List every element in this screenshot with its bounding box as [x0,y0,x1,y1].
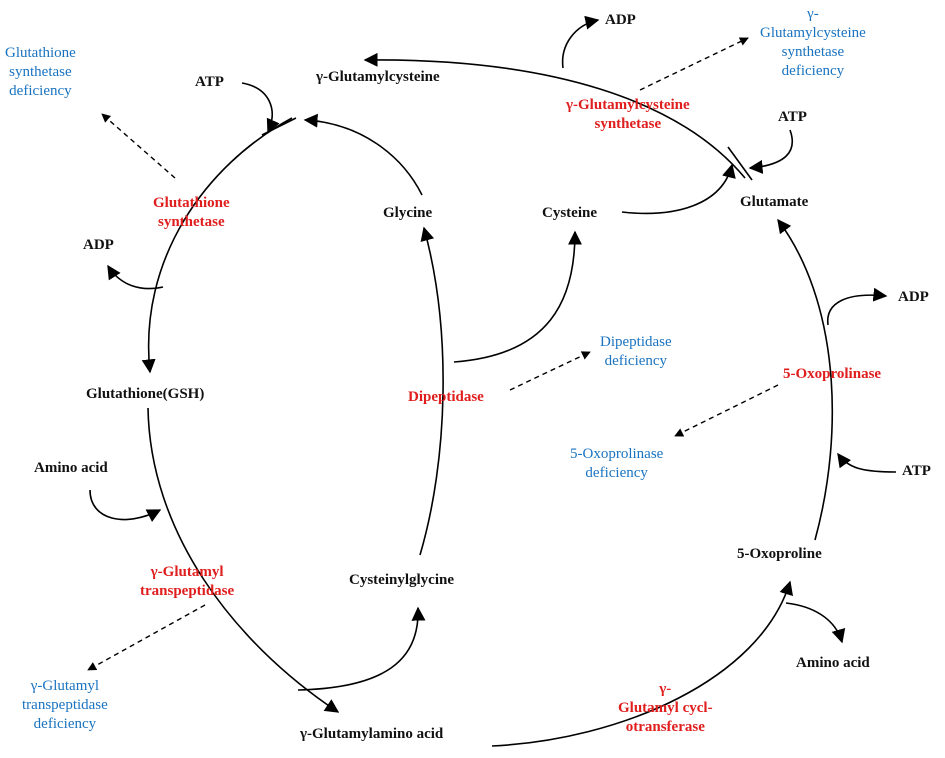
deficiency-line: transpeptidase [22,697,108,713]
ggt-deficiency-arrow [87,604,206,671]
oxoprolinase-to-adp [827,287,888,326]
gs-to-adp [107,264,164,290]
enzyme-line: Glutamyl cycl- [618,700,713,716]
glutamate-label: Glutamate [740,194,809,210]
deficiency-line: deficiency [33,716,97,732]
amino-acid-to-ggt [89,489,162,522]
gs-deficiency-arrow [101,113,176,179]
atp-left-label: ATP [195,74,224,90]
dipeptidase-deficiency-arrow [509,351,591,391]
enzyme-gamma-glutamyl-transpeptidase: γ-Glutamyl transpeptidase [140,563,234,601]
adp-top-label: ADP [605,12,636,28]
deficiency-line: Glutamylcysteine [760,25,866,41]
deficiency-gamma-glutamyl-transpeptidase: γ-Glutamyl transpeptidase deficiency [22,677,108,734]
enzyme-line: synthetase [594,116,662,132]
atp-right-bottom-label: ATP [902,463,931,479]
enzyme-line: γ-Glutamylcysteine [566,97,690,113]
cysteinylglycine-label: Cysteinylglycine [349,572,454,588]
deficiency-line: 5-Oxoprolinase [570,446,664,462]
atp-to-gs [241,82,280,134]
enzyme-line: otransferase [625,719,705,735]
enzyme-line: γ-Glutamyl [150,564,224,580]
deficiency-line: Dipeptidase [600,334,672,350]
amino-acid-right-label: Amino acid [796,655,870,671]
deficiency-dipeptidase: Dipeptidase deficiency [600,333,672,371]
dipeptidase-to-cysteine [453,230,582,363]
gs-arc [141,117,293,374]
ggct-arc [491,580,793,747]
deficiency-line: synthetase [781,44,845,60]
gcs-to-adp [561,15,600,69]
deficiency-line: Glutathione [5,45,76,61]
gcs-deficiency-arrow [639,37,749,91]
five-oxoproline-label: 5-Oxoproline [737,546,822,562]
cysteine-label: Cysteine [542,205,597,221]
adp-right-label: ADP [898,289,929,305]
ggt-to-cysteinylglycine [297,606,426,691]
deficiency-line: γ- [807,6,819,22]
cysteine-to-gcs [621,163,736,215]
enzyme-glutathione-synthetase: Glutathione synthetase [153,194,230,232]
deficiency-line: deficiency [604,353,668,369]
enzyme-line: 5-Oxoprolinase [783,366,882,382]
enzyme-gamma-glutamyl-cyclotransferase: γ- Glutamyl cycl- otransferase [618,680,713,737]
enzyme-gamma-glutamylcysteine-synthetase: γ-Glutamylcysteine synthetase [566,96,690,134]
deficiency-glutathione-synthetase: Glutathione synthetase deficiency [5,44,76,101]
gcs-arc [363,52,746,179]
oxoproline-to-amino-acid [785,602,846,644]
deficiency-line: deficiency [9,83,72,99]
glycine-label: Glycine [383,205,433,221]
deficiency-line: synthetase [9,64,72,80]
enzyme-5-oxoprolinase: 5-Oxoprolinase [783,365,881,384]
deficiency-gamma-glutamylcysteine-synthetase: γ- Glutamylcysteine synthetase deficienc… [760,5,866,81]
enzyme-line: synthetase [158,214,225,230]
enzyme-line: γ- [659,681,672,697]
enzyme-line: transpeptidase [140,583,235,599]
deficiency-line: deficiency [781,63,845,79]
amino-acid-left-label: Amino acid [34,460,108,476]
adp-left-label: ADP [83,237,114,253]
ggt-arc [147,407,340,713]
atp-to-oxoprolinase [837,452,897,473]
enzyme-line: Glutathione [153,195,230,211]
atp-to-gcs [748,129,794,174]
gamma-glutamylcysteine-label: γ-Glutamylcysteine [316,69,440,85]
deficiency-line: γ-Glutamyl [30,678,100,694]
enzyme-line: Dipeptidase [408,389,484,405]
oxoprolinase-arc [777,218,834,541]
gamma-glutamylamino-acid-label: γ-Glutamylamino acid [300,726,444,742]
glutathione-label: Glutathione(GSH) [86,386,205,402]
deficiency-5-oxoprolinase: 5-Oxoprolinase deficiency [570,445,663,483]
oxoprolinase-deficiency-arrow [674,384,779,437]
deficiency-line: deficiency [585,465,648,481]
dipeptidase-arc [419,226,444,556]
enzyme-dipeptidase: Dipeptidase [408,388,484,407]
glycine-to-gglucys [303,113,423,196]
atp-right-top-label: ATP [778,109,807,125]
